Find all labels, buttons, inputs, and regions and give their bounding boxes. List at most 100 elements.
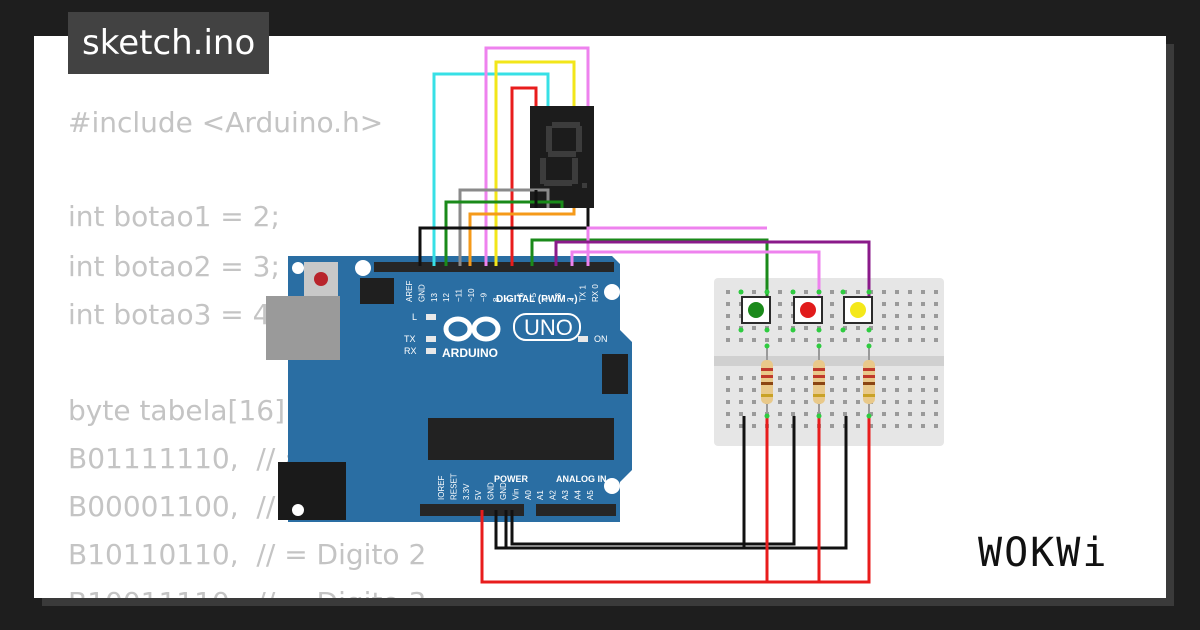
breadboard-hole <box>921 412 925 416</box>
breadboard-hole <box>804 400 808 404</box>
breadboard-hole <box>726 314 730 318</box>
breadboard-hole <box>908 338 912 342</box>
pin-label: 2 <box>566 297 575 302</box>
wire-green-segment <box>444 200 564 266</box>
breadboard-hole <box>778 376 782 380</box>
breadboard-hole <box>895 388 899 392</box>
breadboard-hole <box>934 302 938 306</box>
pin-label: IOREF <box>437 475 446 500</box>
breadboard-hole <box>856 326 860 330</box>
wire-black-display <box>418 208 590 266</box>
pushbutton-red[interactable] <box>793 296 823 324</box>
breadboard-hole <box>882 326 886 330</box>
breadboard-hole <box>830 388 834 392</box>
breadboard-hole <box>882 290 886 294</box>
breadboard-hole <box>856 338 860 342</box>
breadboard-hole <box>778 326 782 330</box>
pin-label: 13 <box>430 293 439 302</box>
resistor[interactable] <box>761 346 773 416</box>
wire-cyan <box>432 72 550 266</box>
breadboard-hole <box>921 400 925 404</box>
wire-black-gnd-3 <box>504 416 848 550</box>
pin-label: ~9 <box>479 292 488 302</box>
breadboard-hole <box>908 302 912 306</box>
breadboard-hole <box>895 290 899 294</box>
breadboard-hole <box>778 338 782 342</box>
breadboard-hole <box>869 412 873 416</box>
arduino-uno-board[interactable]: UNO ARDUINO DIGITAL (PWM ~) POWER ANALOG… <box>266 256 632 522</box>
breadboard-hole <box>830 412 834 416</box>
rx-label: RX <box>404 346 417 356</box>
breadboard-hole <box>778 302 782 306</box>
breadboard-hole <box>739 424 743 428</box>
pin-label: A1 <box>536 490 545 500</box>
breadboard-hole <box>934 326 938 330</box>
breadboard-hole <box>921 290 925 294</box>
breadboard-hole <box>908 412 912 416</box>
breadboard-hole <box>895 302 899 306</box>
pin-label: ~10 <box>467 288 476 302</box>
breadboard-hole <box>908 314 912 318</box>
breadboard-hole <box>856 388 860 392</box>
wire-red-segment <box>510 86 538 266</box>
breadboard-hole <box>908 290 912 294</box>
pin-label: TX 1 <box>579 285 588 302</box>
breadboard-hole <box>843 412 847 416</box>
breadboard-hole <box>752 412 756 416</box>
breadboard-hole <box>791 376 795 380</box>
breadboard-hole <box>895 412 899 416</box>
breadboard-hole <box>830 326 834 330</box>
code-line: #include <Arduino.h> <box>68 106 384 139</box>
breadboard-hole <box>726 302 730 306</box>
seven-segment-display[interactable]: 8 <box>0 0 594 208</box>
resistor[interactable] <box>863 346 875 416</box>
file-tab[interactable]: sketch.ino <box>68 12 270 74</box>
breadboard-hole <box>739 338 743 342</box>
breadboard-hole <box>921 326 925 330</box>
breadboard-hole <box>882 338 886 342</box>
breadboard-hole <box>882 412 886 416</box>
microcontroller-chip <box>428 418 614 460</box>
wire-red-5v-3 <box>482 416 769 584</box>
pin-label: A5 <box>586 490 595 500</box>
breadboard-hole <box>921 376 925 380</box>
breadboard-hole <box>895 326 899 330</box>
digital-label: DIGITAL (PWM ~) <box>496 294 578 305</box>
wokwi-logo-text: WOKWi <box>978 530 1108 576</box>
pushbutton-green[interactable] <box>741 296 771 324</box>
breadboard-hole <box>830 400 834 404</box>
breadboard-hole <box>726 412 730 416</box>
pushbutton-yellow[interactable] <box>843 296 873 324</box>
breadboard-hole <box>778 412 782 416</box>
breadboard-hole <box>739 388 743 392</box>
tx-led <box>426 336 436 342</box>
pin-label: 5V <box>474 490 483 500</box>
breadboard-hole <box>869 326 873 330</box>
breadboard-hole <box>934 376 938 380</box>
breadboard-hole <box>882 376 886 380</box>
breadboard-hole <box>804 326 808 330</box>
wire-pink-button <box>570 250 821 296</box>
analog-header <box>536 504 616 516</box>
breadboard-hole <box>843 400 847 404</box>
code-line: int botao1 = 2; <box>68 200 280 233</box>
breadboard-hole <box>804 338 808 342</box>
wokwi-logo: WOKWi <box>978 530 1108 576</box>
board-brand-label: ARDUINO <box>442 346 498 360</box>
pin-label: 3.3V <box>462 483 471 500</box>
breadboard-hole <box>908 388 912 392</box>
breadboard-hole <box>895 424 899 428</box>
tx-label: TX <box>404 334 416 344</box>
l-led <box>426 314 436 320</box>
breadboard-hole <box>726 290 730 294</box>
breadboard-hole <box>934 412 938 416</box>
breadboard-hole <box>856 376 860 380</box>
breadboard-hole <box>934 400 938 404</box>
breadboard-hole <box>895 376 899 380</box>
pin-label: ~6 <box>517 292 526 302</box>
resistor[interactable] <box>813 346 825 416</box>
breadboard-hole <box>895 338 899 342</box>
breadboard-hole <box>908 326 912 330</box>
